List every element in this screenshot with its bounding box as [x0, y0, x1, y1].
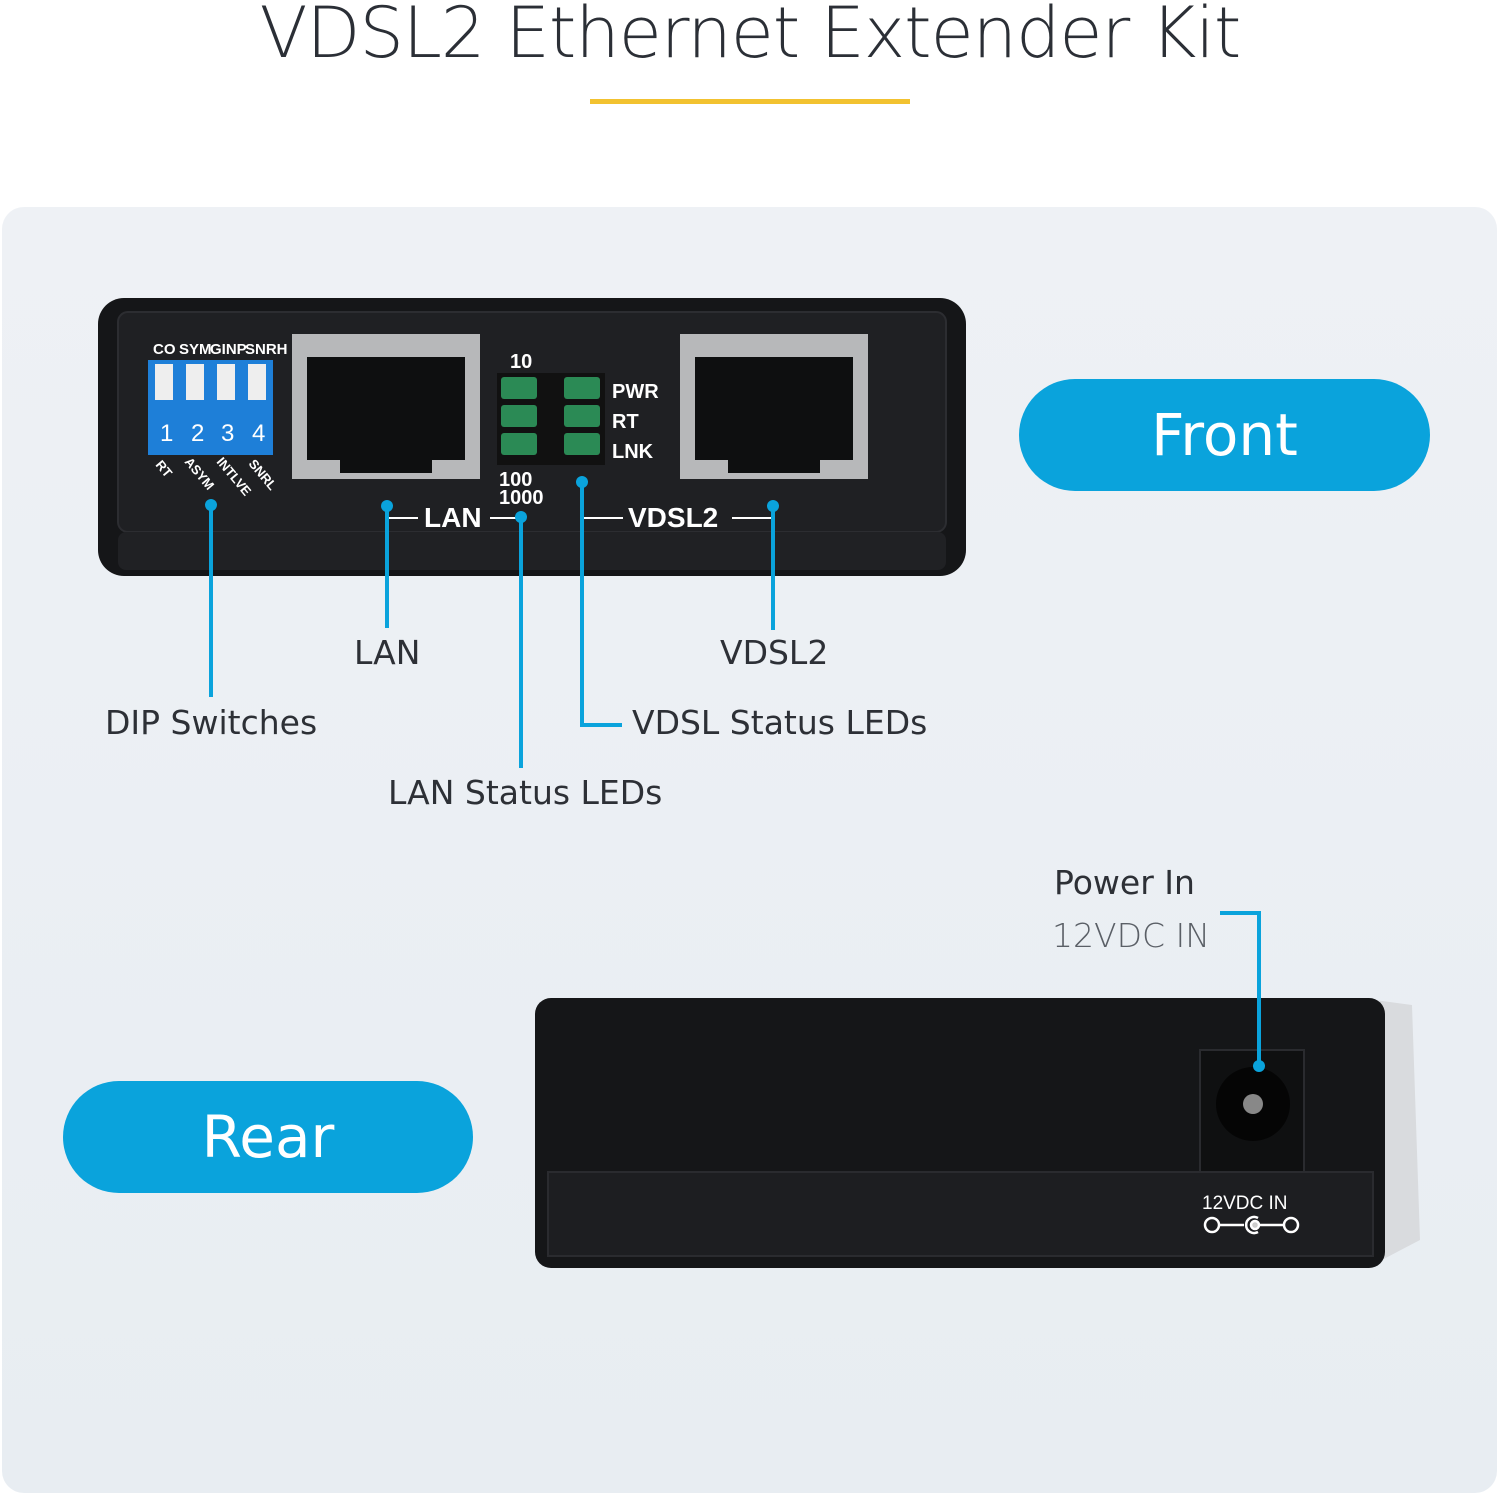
rear-label-pill: Rear	[63, 1081, 473, 1193]
rear-device: 12VDC IN	[535, 998, 1420, 1268]
dip-label: GINP	[210, 341, 247, 358]
dip-number: 3	[221, 420, 234, 447]
lan-port	[292, 334, 480, 479]
callout-lan: LAN	[354, 633, 421, 672]
callout-vdsl2: VDSL2	[720, 633, 829, 672]
callout-lines	[209, 482, 1261, 1066]
callout-dots	[205, 476, 1265, 1072]
lan-speed-label: 1000	[499, 487, 544, 509]
power-port-label: 12VDC IN	[1202, 1193, 1288, 1214]
front-label-pill: Front	[1019, 379, 1430, 491]
led-label: LNK	[612, 441, 654, 463]
rear-label: Rear	[201, 1103, 335, 1171]
front-device: CO SYM GINP SNRH 1 2 3 4 RT ASYM INTLVE …	[98, 298, 966, 576]
callout-lan-status-leds: LAN Status LEDs	[388, 773, 663, 812]
dip-label: SYM	[179, 341, 212, 358]
polarity-icon	[1203, 1215, 1300, 1235]
callout-power-voltage: 12VDC IN	[1052, 916, 1210, 955]
callout-dip-switches: DIP Switches	[105, 703, 318, 742]
lan-port-label: LAN	[424, 502, 482, 533]
dip-number: 2	[191, 420, 204, 447]
title-underline	[590, 99, 910, 104]
dip-number: 4	[252, 420, 265, 447]
front-label: Front	[1151, 401, 1298, 469]
page-title: VDSL2 Ethernet Extender Kit	[259, 0, 1242, 74]
lan-speed-label: 100	[499, 469, 532, 491]
led-label: RT	[612, 411, 639, 433]
dip-label: CO	[153, 341, 176, 358]
dip-number: 1	[160, 420, 173, 447]
callout-vdsl-status-leds: VDSL Status LEDs	[632, 703, 928, 742]
lan-speed-label: 10	[510, 351, 532, 373]
led-label: PWR	[612, 381, 659, 403]
vdsl-port-label: VDSL2	[628, 502, 718, 533]
dip-label: SNRH	[245, 341, 288, 358]
status-leds	[497, 373, 605, 465]
callout-power-in: Power In	[1054, 863, 1195, 902]
vdsl2-port	[680, 334, 868, 479]
